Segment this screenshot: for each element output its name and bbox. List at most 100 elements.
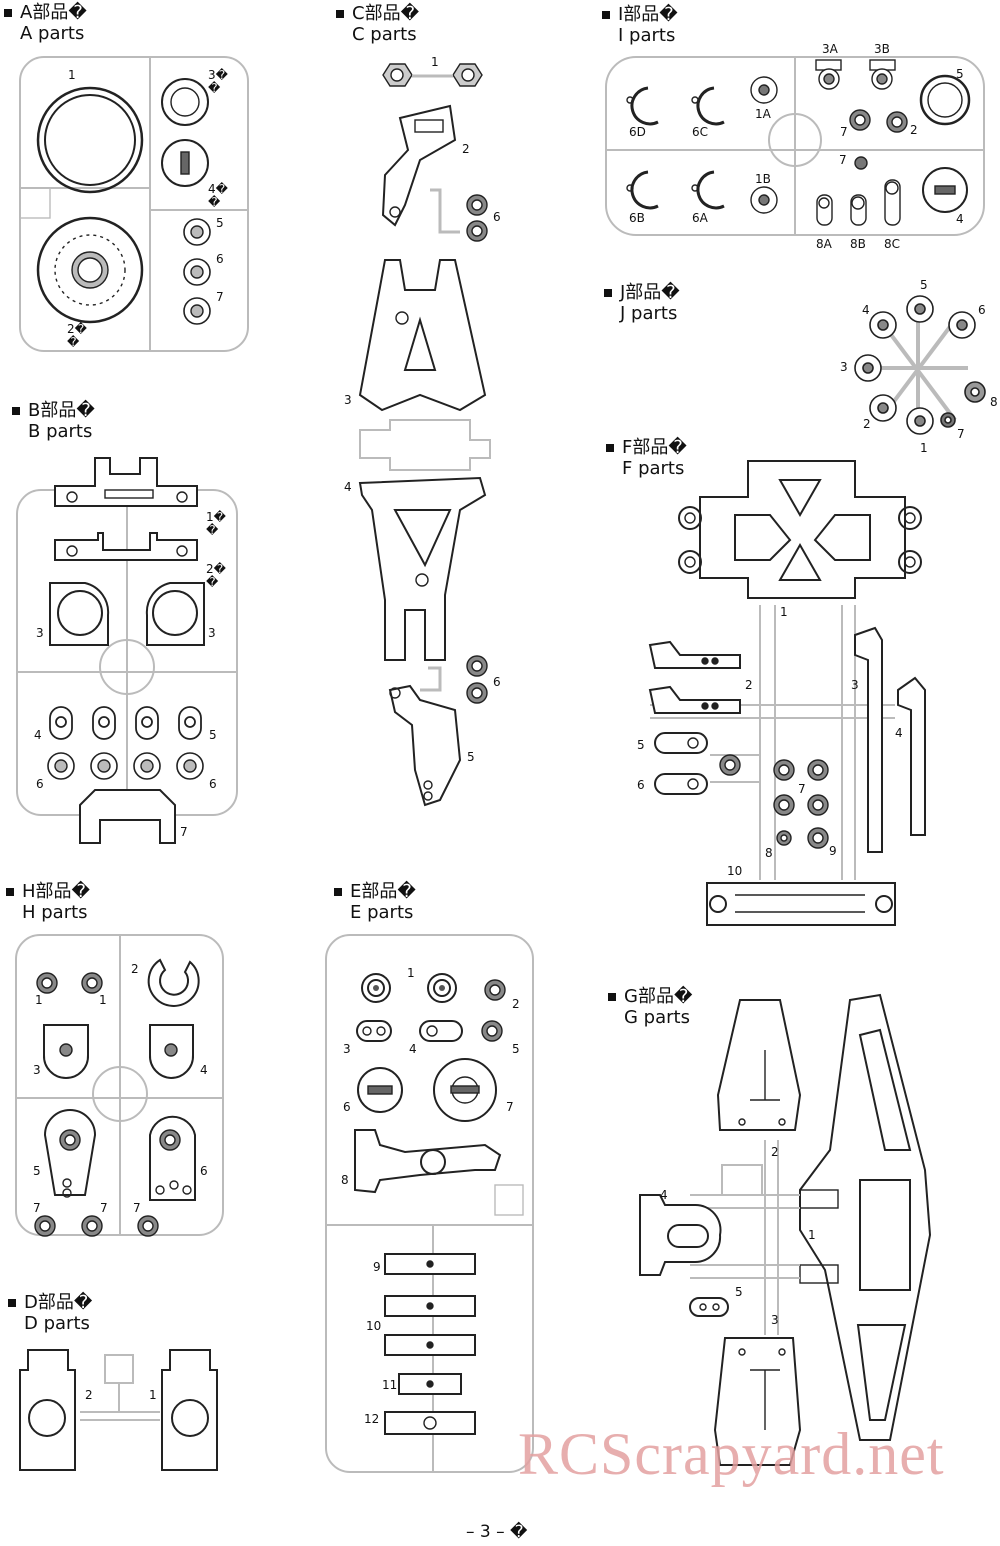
d-parts-sprue	[19, 1349, 218, 1471]
b-parts-sprue	[16, 457, 238, 844]
part-label: 3	[840, 360, 848, 374]
part-label: 8	[341, 1173, 349, 1187]
section-c-header: C部品�C parts	[336, 3, 419, 45]
section-en-title: C parts	[352, 24, 417, 45]
bullet-icon	[4, 9, 12, 17]
section-b-header: B部品�B parts	[12, 400, 95, 442]
bullet-icon	[8, 1299, 16, 1307]
part-label: 2	[131, 962, 139, 976]
section-j-header: J部品�J parts	[604, 282, 680, 324]
j-parts-sprue	[854, 295, 986, 435]
part-label: 7	[839, 153, 847, 167]
section-en-title: I parts	[618, 25, 676, 46]
part-label: 2	[462, 142, 470, 156]
part-label: 1� �	[206, 510, 226, 537]
part-label: 2	[745, 678, 753, 692]
part-label: 7	[100, 1201, 108, 1215]
part-label: 5	[920, 278, 928, 292]
section-jp-title: A部品�	[20, 2, 87, 23]
section-en-title: H parts	[22, 902, 88, 923]
part-label: 6	[493, 210, 501, 224]
section-en-title: J parts	[620, 303, 678, 324]
part-label: 5	[467, 750, 475, 764]
part-label: 8B	[850, 237, 866, 251]
part-label: 6	[343, 1100, 351, 1114]
h-parts-sprue	[15, 934, 224, 1237]
part-label: 3	[208, 626, 216, 640]
bullet-icon	[608, 993, 616, 1001]
part-label: 6	[216, 252, 224, 266]
bullet-icon	[336, 10, 344, 18]
part-label: 4	[200, 1063, 208, 1077]
part-label: 6D	[629, 125, 646, 139]
part-label: 7	[506, 1100, 514, 1114]
section-en-title: E parts	[350, 902, 414, 923]
c-parts-sprue	[358, 63, 491, 807]
section-jp-title: C部品�	[352, 3, 420, 24]
section-jp-title: H部品�	[22, 881, 90, 902]
part-label: 6	[637, 778, 645, 792]
section-i-header: I部品�I parts	[602, 4, 678, 46]
part-label: 2� �	[206, 562, 226, 589]
part-label: 4	[862, 303, 870, 317]
section-en-title: G parts	[624, 1007, 690, 1028]
part-label: 1	[407, 966, 415, 980]
part-label: 5	[512, 1042, 520, 1056]
part-label: 1	[99, 993, 107, 1007]
section-g-header: G部品�G parts	[608, 986, 692, 1028]
part-label: 8C	[884, 237, 901, 251]
part-label: 2	[771, 1145, 779, 1159]
part-label: 3	[851, 678, 859, 692]
section-jp-title: G部品�	[624, 986, 693, 1007]
g-parts-sprue	[639, 993, 932, 1466]
part-label: 3	[36, 626, 44, 640]
part-label: 3	[343, 1042, 351, 1056]
part-label: 8	[990, 395, 998, 409]
watermark: RCScrapyard.net	[518, 1421, 945, 1487]
section-jp-title: I部品�	[618, 4, 678, 25]
section-a-header: A部品�A parts	[4, 2, 87, 44]
part-label: 1	[780, 605, 788, 619]
part-label: 1	[808, 1228, 816, 1242]
part-label: 6	[36, 777, 44, 791]
section-jp-title: J部品�	[620, 282, 680, 303]
part-label: 5	[637, 738, 645, 752]
part-label: 7	[33, 1201, 41, 1215]
part-label: 6C	[692, 125, 709, 139]
bullet-icon	[12, 407, 20, 415]
part-label: 9	[829, 844, 837, 858]
part-label: 2	[910, 123, 918, 137]
part-label: 4	[956, 212, 964, 226]
section-en-title: F parts	[622, 458, 685, 479]
bullet-icon	[334, 888, 342, 896]
part-label: 6B	[629, 211, 645, 225]
i-parts-sprue	[605, 56, 985, 236]
part-label: 8	[765, 846, 773, 860]
bullet-icon	[604, 289, 612, 297]
part-label: 5	[956, 67, 964, 81]
section-en-title: B parts	[28, 421, 93, 442]
part-label: 3A	[822, 42, 838, 56]
part-label: 6	[978, 303, 986, 317]
part-label: 4	[895, 726, 903, 740]
part-label: 5	[209, 728, 217, 742]
part-label: 4� �	[208, 182, 228, 209]
part-label: 1	[35, 993, 43, 1007]
section-e-header: E部品�E parts	[334, 881, 416, 923]
part-label: 4	[660, 1188, 668, 1202]
part-label: 1	[149, 1388, 157, 1402]
part-label: 1B	[755, 172, 771, 186]
part-label: 9	[373, 1260, 381, 1274]
part-label: 6A	[692, 211, 708, 225]
part-label: 7	[957, 427, 965, 441]
section-en-title: D parts	[24, 1313, 90, 1334]
part-label: 3	[33, 1063, 41, 1077]
part-label: 5	[33, 1164, 41, 1178]
bullet-icon	[6, 888, 14, 896]
part-label: 1	[920, 441, 928, 455]
part-label: 5	[216, 216, 224, 230]
part-label: 1A	[755, 107, 771, 121]
part-label: 2	[863, 417, 871, 431]
section-jp-title: F部品�	[622, 437, 687, 458]
